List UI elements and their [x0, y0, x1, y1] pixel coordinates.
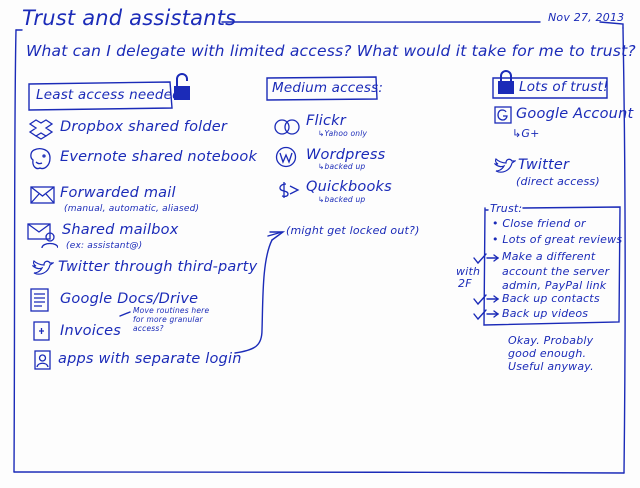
dropbox-icon — [28, 119, 54, 140]
conclusion-line-2: good enough. — [508, 347, 587, 360]
least-item-6: Google Docs/Drive — [60, 291, 199, 307]
least-item-4-sub: (ex: assistant@) — [66, 241, 143, 251]
medium-item-1-sub: ↳Yahoo only — [318, 129, 368, 138]
least-item-2: Evernote shared notebook — [60, 149, 258, 165]
with-2f-line-1: with — [456, 265, 481, 278]
wordpress-icon — [275, 146, 297, 168]
medium-access-heading: Medium access: — [272, 80, 384, 96]
lots-item-1-sub: ↳G+ — [512, 127, 540, 140]
medium-item-3-sub: ↳backed up — [318, 195, 366, 204]
twitter-bird-icon-2 — [494, 158, 516, 173]
page-date: Nov 27, 2013 — [548, 11, 625, 24]
with-2f-line-2: 2F — [458, 277, 472, 290]
least-note: Move routines here for more granular acc… — [133, 306, 209, 333]
least-access-heading: Least access needed: — [36, 87, 186, 103]
trust-item-5: admin, PayPal link — [502, 279, 607, 292]
medium-item-2-sub-text: backed up — [324, 162, 366, 171]
trust-item-1: • Close friend or — [492, 217, 586, 230]
least-item-5: Twitter through third-party — [58, 259, 258, 275]
trust-item-1-text: Close friend or — [502, 217, 586, 230]
conclusion-line-3: Useful anyway. — [508, 360, 594, 373]
shared-mailbox-icon — [27, 223, 58, 248]
evernote-icon — [30, 148, 51, 170]
flickr-icon — [274, 119, 300, 135]
medium-item-1: Flickr — [306, 113, 346, 129]
medium-note: (might get locked out?) — [286, 224, 420, 237]
google-icon — [494, 106, 512, 124]
document-icon — [30, 288, 49, 312]
unlocked-padlock-icon — [174, 73, 190, 100]
least-item-8: apps with separate login — [58, 351, 242, 367]
with-2f-note: with 2F — [456, 266, 480, 290]
main-question: What can I delegate with limited access?… — [26, 42, 636, 60]
conclusion-line-1: Okay. Probably — [508, 334, 594, 347]
conclusion-note: Okay. Probably good enough. Useful anywa… — [508, 334, 594, 373]
least-item-4: Shared mailbox — [62, 222, 179, 238]
page-title: Trust and assistants — [22, 6, 237, 30]
trust-item-7: Back up videos — [502, 307, 589, 320]
least-item-7: Invoices — [60, 323, 121, 339]
medium-item-2: Wordpress — [306, 147, 386, 163]
least-item-3: Forwarded mail — [60, 185, 176, 201]
medium-item-3: Quickbooks — [306, 179, 392, 195]
medium-item-1-sub-text: Yahoo only — [324, 129, 368, 138]
invoice-icon — [33, 321, 50, 341]
trust-item-6: Back up contacts — [502, 292, 600, 305]
lots-of-trust-heading: Lots of trust! — [519, 79, 609, 95]
least-note-line-3: access? — [133, 324, 164, 333]
envelope-icon — [30, 186, 55, 204]
lots-item-2-sub: (direct access) — [516, 175, 600, 188]
lots-item-1: Google Account — [516, 106, 634, 122]
medium-item-2-sub: ↳backed up — [318, 162, 366, 171]
least-note-line-1: Move routines here — [133, 306, 210, 315]
least-item-1: Dropbox shared folder — [60, 119, 228, 135]
locked-padlock-icon — [498, 70, 514, 94]
trust-item-2: • Lots of great reviews — [492, 233, 623, 246]
trust-heading: Trust: — [490, 202, 523, 215]
login-icon — [34, 350, 51, 370]
lots-item-2: Twitter — [518, 157, 570, 173]
trust-item-3: Make a different — [502, 250, 596, 263]
medium-item-3-sub-text: backed up — [324, 195, 366, 204]
trust-item-2-text: Lots of great reviews — [502, 233, 623, 246]
lots-item-1-sub-text: G+ — [521, 127, 540, 140]
quickbooks-icon — [279, 182, 300, 198]
trust-item-4: account the server — [502, 265, 610, 278]
least-item-3-sub: (manual, automatic, aliased) — [64, 204, 200, 214]
twitter-bird-icon — [32, 260, 54, 275]
least-note-line-2: for more granular — [133, 315, 203, 324]
